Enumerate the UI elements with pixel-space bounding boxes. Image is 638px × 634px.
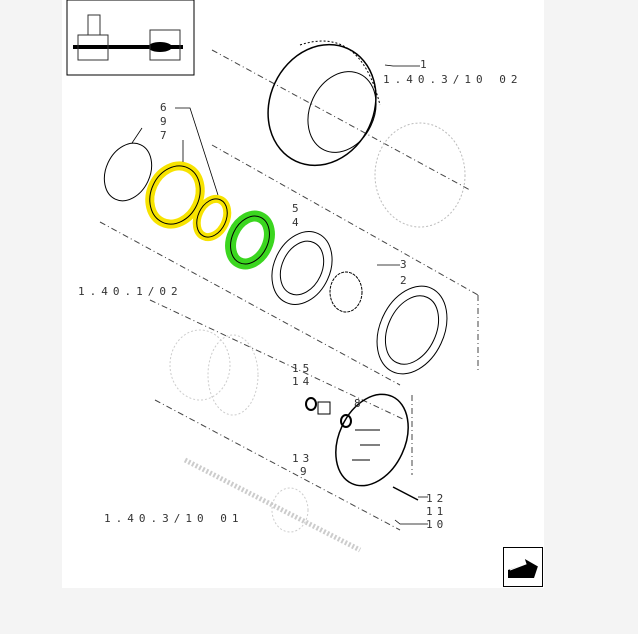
callout-7[interactable]: 7 bbox=[160, 129, 171, 142]
reference-label[interactable]: 1.40.1/02 bbox=[78, 285, 183, 298]
highlighted-part-5[interactable] bbox=[223, 210, 277, 271]
callout-14[interactable]: 14 bbox=[292, 375, 314, 388]
highlighted-part-6[interactable] bbox=[191, 194, 233, 242]
overview-thumbnail[interactable] bbox=[66, 0, 195, 76]
ring-gear[interactable] bbox=[249, 27, 396, 183]
callout-4[interactable]: 4 bbox=[292, 216, 303, 229]
callout-9b[interactable]: 9 bbox=[300, 465, 311, 478]
planet-carrier[interactable] bbox=[322, 383, 422, 498]
callout-10[interactable]: 10 bbox=[426, 518, 448, 531]
reference-label[interactable]: 1.40.3/10 02 bbox=[383, 73, 523, 86]
callout-5[interactable]: 5 bbox=[292, 202, 303, 215]
reference-label[interactable]: 1.40.3/10 01 bbox=[104, 512, 244, 525]
callout-11[interactable]: 11 bbox=[426, 505, 448, 518]
callout-13[interactable]: 13 bbox=[292, 452, 314, 465]
callout-2[interactable]: 2 bbox=[400, 274, 411, 287]
callout-8[interactable]: 8 bbox=[354, 397, 365, 410]
highlighted-part-7[interactable] bbox=[141, 158, 210, 233]
callout-6[interactable]: 6 bbox=[160, 101, 171, 114]
back-button[interactable] bbox=[503, 547, 543, 587]
pin-and-orings[interactable] bbox=[305, 397, 419, 501]
back-arrow-icon bbox=[508, 556, 539, 578]
callout-1[interactable]: 1 bbox=[420, 58, 431, 71]
callout-15[interactable]: 15 bbox=[292, 362, 314, 375]
callout-3[interactable]: 3 bbox=[400, 258, 411, 271]
sun-gear-3[interactable] bbox=[329, 271, 363, 313]
planet-gear-ghost bbox=[374, 122, 466, 228]
callout-9[interactable]: 9 bbox=[160, 115, 171, 128]
callout-12[interactable]: 12 bbox=[426, 492, 448, 505]
clutch-disc-4[interactable] bbox=[261, 222, 344, 315]
clutch-disc-2[interactable] bbox=[364, 275, 461, 385]
housing-ghost bbox=[169, 329, 362, 553]
snap-ring[interactable] bbox=[95, 136, 160, 209]
